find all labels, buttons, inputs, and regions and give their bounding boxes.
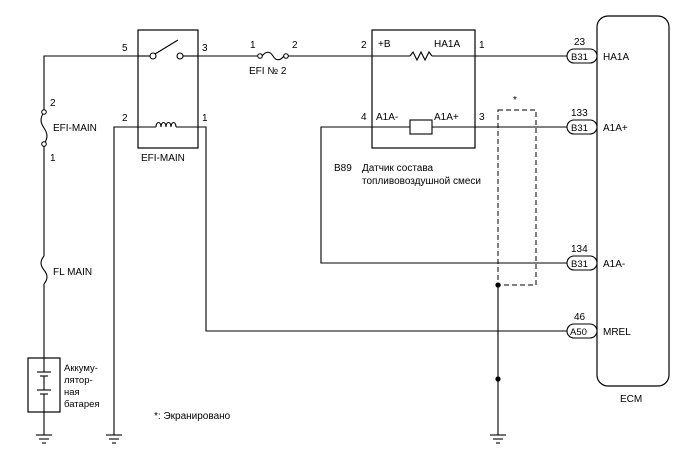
sensor-a1a-minus: A1A- [376, 112, 398, 123]
connector-code: B31 [571, 52, 588, 63]
sensor-pin-3: 3 [479, 112, 485, 123]
terminal-pin: 23 [574, 37, 586, 48]
sensor-plus-b: +B [378, 39, 391, 50]
ground-icon [490, 434, 506, 444]
ecm-label: ECM [620, 394, 642, 405]
sensor-pin-4: 4 [361, 112, 367, 123]
battery-label-4: батарея [64, 399, 100, 410]
efi-main-fuse-label: EFI-MAIN [53, 123, 97, 134]
terminal-name: HA1A [603, 52, 629, 63]
efi2-fuse-label: EFI № 2 [249, 66, 287, 77]
relay-pin-3: 3 [202, 43, 208, 54]
connector-code: B31 [571, 123, 588, 134]
relay-switch-symbol [138, 39, 198, 60]
sensor-name-line-2: топливовоздушной смеси [362, 176, 481, 187]
ground-icon [106, 434, 122, 444]
sensor-pin-2: 2 [361, 40, 367, 51]
heater-resistor-symbol [372, 50, 475, 62]
efi2-fuse-symbol [257, 51, 289, 61]
wire-relay-ground [113, 126, 138, 435]
connector-code: A50 [570, 327, 587, 338]
relay-coil-symbol [138, 121, 198, 128]
efi-main-relay-box [137, 29, 199, 149]
junction-dot [495, 376, 501, 382]
terminal-name: MREL [603, 327, 631, 338]
shield-footnote: *: Экранировано [154, 411, 231, 422]
terminal-name: A1A- [603, 259, 625, 270]
relay-pin-1: 1 [202, 113, 208, 124]
wire-mrel [198, 126, 567, 332]
efi2-fuse-pin-1: 1 [250, 40, 256, 51]
wire-power-bus [43, 55, 138, 358]
ecm-terminal: B31 23 HA1A [566, 37, 629, 64]
ecm-terminal: A50 46 MREL [566, 312, 631, 339]
battery-label-3: ная [64, 387, 80, 398]
battery-symbol [37, 358, 51, 412]
connector-code: B31 [571, 259, 588, 270]
relay-pin-5: 5 [122, 43, 128, 54]
efi-main-fuse-pin-bottom: 1 [50, 153, 56, 164]
terminal-name: A1A+ [603, 123, 628, 134]
shield-star: * [513, 95, 517, 106]
fl-main-fuse-symbol [39, 255, 49, 285]
terminal-pin: 134 [571, 244, 588, 255]
terminal-pin: 46 [574, 312, 586, 323]
sensor-a1a-plus: A1A+ [434, 112, 459, 123]
battery-label-1: Аккуму- [64, 363, 98, 374]
sensor-element-symbol [372, 119, 475, 135]
ecm-terminal: B31 134 A1A- [566, 244, 625, 271]
ground-icon [36, 434, 52, 444]
sensor-name-line-1: Датчик состава [362, 163, 434, 174]
battery-label-2: лятор- [64, 375, 93, 386]
sensor-pin-1: 1 [479, 40, 485, 51]
efi-main-relay-label: EFI-MAIN [141, 153, 185, 164]
terminal-pin: 133 [571, 108, 588, 119]
shield-outline [497, 109, 537, 286]
sensor-ha1a: HA1A [434, 39, 460, 50]
ecm-terminal: B31 133 A1A+ [566, 108, 628, 135]
wire-a1a-minus [320, 126, 567, 264]
fl-main-fuse-label: FL MAIN [53, 267, 92, 278]
relay-pin-2: 2 [122, 113, 128, 124]
sensor-code: B89 [334, 163, 352, 174]
efi-main-fuse-symbol [39, 109, 49, 147]
efi2-fuse-pin-2: 2 [292, 40, 298, 51]
ecm-box [596, 15, 670, 387]
efi-main-fuse-pin-top: 2 [50, 98, 56, 109]
